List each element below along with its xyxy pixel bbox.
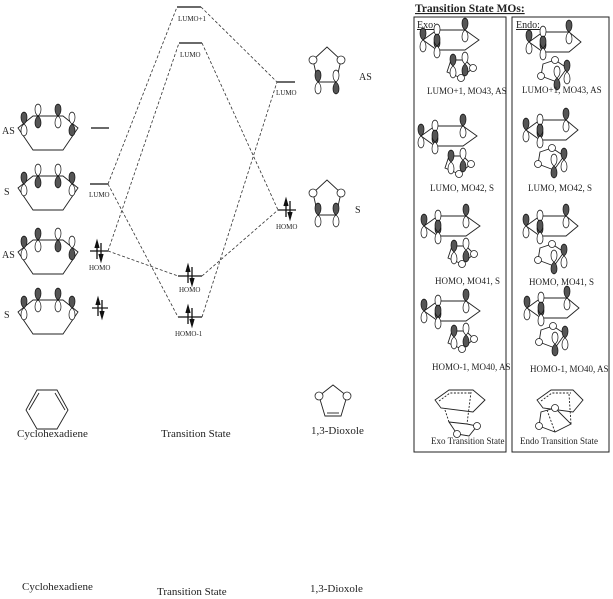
ts-lumo-plus-1: LUMO+1 [177, 6, 207, 23]
chd-mo-as-homo: AS HOMO [2, 227, 110, 275]
electron-pair-icon [283, 198, 293, 220]
dioxole-label: 1,3-Dioxole [311, 425, 364, 437]
level-label: HOMO [276, 223, 297, 231]
exo-footer: Exo Transition State [431, 436, 505, 446]
symmetry-label: AS [2, 126, 15, 137]
correlation-line [107, 183, 179, 318]
bottom-dioxole-label: 1,3-Dioxole [310, 583, 363, 595]
level-label: LUMO+1 [178, 15, 207, 23]
symmetry-label: AS [2, 250, 15, 261]
endo-mo-label: HOMO-1, MO40, AS [530, 364, 609, 374]
transition-state-label: Transition State [161, 428, 231, 440]
correlation-line [201, 209, 279, 277]
ts-mo-icon [418, 114, 477, 178]
correlation-line [201, 42, 279, 211]
bottom-transition-state-label: Transition State [157, 586, 227, 598]
endo-header: Endo: [516, 20, 540, 31]
chd-mo-s-low: S [4, 287, 108, 335]
ts-mo-icon [523, 204, 578, 274]
chd-mo-s-lumo: S LUMO [4, 163, 110, 211]
endo-mo-label: LUMO+1, MO43, AS [522, 85, 602, 95]
symmetry-label: AS [359, 72, 372, 83]
exo-box [413, 16, 507, 453]
cyclohexadiene-orbital-icon [17, 103, 79, 151]
level-label: LUMO [276, 89, 297, 97]
ts-homo: HOMO [178, 264, 202, 294]
dioxole-orbital-icon [308, 179, 346, 228]
level-label: HOMO [179, 286, 200, 294]
correlation-line [107, 250, 179, 277]
dioxole-structure-icon [314, 384, 352, 417]
ts-homo-minus-1: HOMO-1 [175, 305, 203, 338]
level-label: LUMO [180, 51, 201, 59]
ts-mo-icon [421, 204, 480, 268]
bottom-cyclohexadiene-label: Cyclohexadiene [22, 581, 93, 593]
exo-header: Exo: [417, 20, 436, 31]
dioxole-mo-as-lumo: LUMO AS [276, 46, 372, 97]
ts-mo-icon [524, 286, 579, 356]
symmetry-label: S [355, 205, 361, 216]
dioxole-orbital-icon [308, 46, 346, 95]
level-label: HOMO-1 [175, 330, 203, 338]
exo-mo-label: HOMO-1, MO40, AS [432, 362, 511, 372]
endo-mo-label: LUMO, MO42, S [528, 183, 592, 193]
correlation-line [201, 81, 278, 318]
chd-mo-as-high: AS [2, 103, 109, 151]
symmetry-label: S [4, 187, 10, 198]
level-label: HOMO [89, 264, 110, 272]
correlation-line [107, 6, 178, 185]
exo-mo-label: LUMO+1, MO43, AS [427, 86, 507, 96]
correlation-line [107, 42, 180, 252]
cyclohexadiene-orbital-icon [17, 287, 79, 335]
dioxole-mo-s-homo: HOMO S [276, 179, 361, 231]
ts-panel-title: Transition State MOs: [415, 3, 525, 15]
ts-lumo: LUMO [179, 42, 202, 59]
electron-pair-icon [185, 305, 195, 327]
cyclohexadiene-label: Cyclohexadiene [17, 428, 88, 440]
level-label: LUMO [89, 191, 110, 199]
ts-mo-icon [421, 289, 480, 353]
endo-footer: Endo Transition State [520, 436, 598, 446]
exo-panel: Exo: LUMO+1, MO43, AS LUMO, MO42, S HOMO… [413, 16, 511, 453]
cyclohexadiene-orbital-icon [17, 227, 79, 275]
exo-mo-label: LUMO, MO42, S [430, 183, 494, 193]
cyclohexadiene-structure-icon [25, 389, 69, 430]
cyclohexadiene-orbital-icon [17, 163, 79, 211]
endo-box [511, 16, 610, 453]
correlation-line [200, 6, 278, 83]
endo-panel: Endo: LUMO+1, MO43, AS LUMO, MO42, S HOM… [511, 16, 610, 453]
correlation-lines [107, 6, 279, 318]
exo-mo-label: HOMO, MO41, S [435, 276, 500, 286]
endo-mo-label: HOMO, MO41, S [529, 277, 594, 287]
endo-ts-structure-icon [535, 389, 584, 433]
symmetry-label: S [4, 310, 10, 321]
ts-mo-icon [523, 108, 578, 178]
exo-ts-structure-icon [434, 389, 486, 438]
electron-pair-icon [185, 264, 195, 286]
